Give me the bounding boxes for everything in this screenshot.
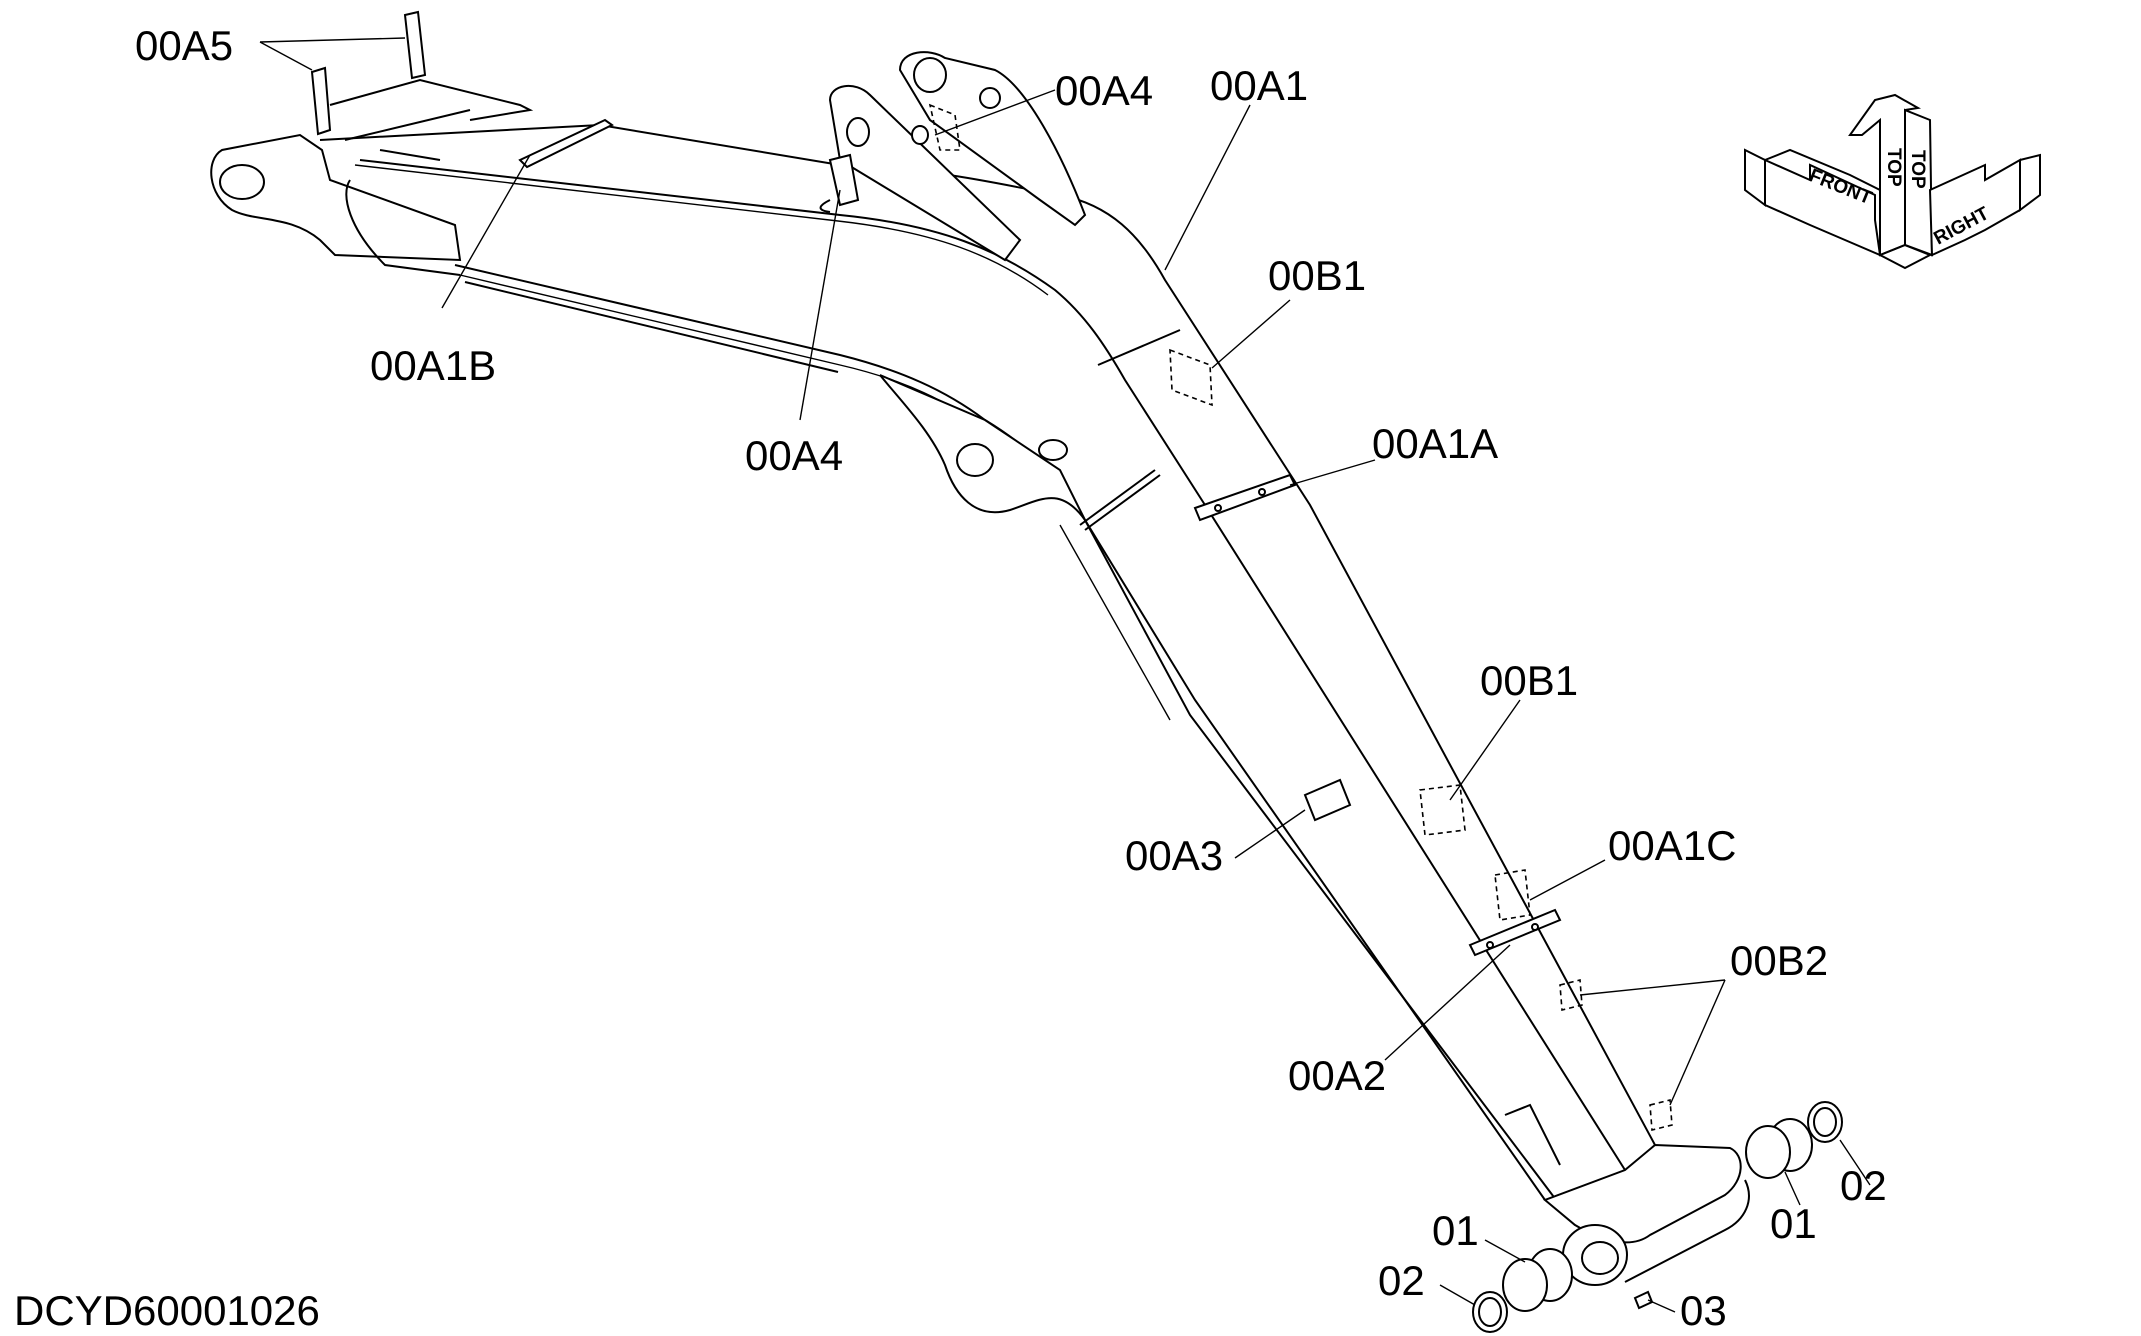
callout-02-left: 02 xyxy=(1378,1257,1425,1304)
top-label-a: TOP xyxy=(1883,148,1904,187)
callout-00a1a: 00A1A xyxy=(1372,420,1498,467)
callout-00b1-mid: 00B1 xyxy=(1480,657,1578,704)
callout-00a1b: 00A1B xyxy=(370,342,496,389)
front-arrow-icon xyxy=(1764,158,1882,257)
seal-02-right-inner xyxy=(1813,1107,1837,1137)
strap-a1a-hole-2 xyxy=(1258,488,1266,496)
callout-00a4-top: 00A4 xyxy=(1055,67,1153,114)
boom-underside-line xyxy=(1084,519,1576,1226)
top-label-b: TOP xyxy=(1907,150,1928,189)
callout-00a4-bottom: 00A4 xyxy=(745,432,843,479)
foot-inner-line xyxy=(345,179,461,276)
foot-top-line xyxy=(379,149,441,161)
plate-a4-tab xyxy=(819,199,831,213)
callout-00a5: 00A5 xyxy=(135,22,233,69)
tip-cylinder-lower xyxy=(1624,1179,1750,1283)
boom-top-edge-2 xyxy=(359,159,1626,1171)
callout-00a2: 00A2 xyxy=(1288,1052,1386,1099)
front-arrow-side xyxy=(1744,148,1766,207)
tip-slot xyxy=(1504,1103,1561,1166)
orientation-icon: FRONT TOP TOP RIGHT xyxy=(1744,93,2041,270)
callout-00b1-top: 00B1 xyxy=(1268,252,1366,299)
callout-03: 03 xyxy=(1680,1287,1727,1334)
right-arrow-icon xyxy=(1928,158,2021,257)
weld-seam-1 xyxy=(1079,469,1156,526)
boom-foot-left xyxy=(210,133,462,262)
boom-top-edge xyxy=(319,123,1656,1146)
decal-b1-mid xyxy=(1419,784,1466,836)
bracket-bore-2 xyxy=(913,57,947,93)
strap-a1a-hole-1 xyxy=(1214,504,1222,512)
a5-frame xyxy=(329,78,534,121)
drawing-id: DCYD60001026 xyxy=(14,1287,320,1334)
decal-b1-top xyxy=(1169,348,1213,407)
bracket-bore-4 xyxy=(911,125,929,145)
decal-b2-upper xyxy=(1559,978,1583,1012)
a5-crossbar xyxy=(344,109,471,141)
pin-a5-left xyxy=(310,66,332,136)
callout-00a3: 00A3 xyxy=(1125,832,1223,879)
callout-02-right: 02 xyxy=(1840,1162,1887,1209)
decal-b2-lower xyxy=(1649,1098,1673,1132)
right-arrow-side xyxy=(2019,153,2041,212)
strap-a1a xyxy=(1193,473,1297,522)
strap-a2-hole-1 xyxy=(1486,941,1494,949)
pin-a5-right xyxy=(403,10,427,80)
foot-pin-bore xyxy=(219,164,265,200)
bushing-01-left xyxy=(1502,1248,1573,1312)
boom-tip xyxy=(1543,1143,1742,1244)
callout-00a1: 00A1 xyxy=(1210,62,1308,109)
seal-02-left-inner xyxy=(1478,1297,1502,1327)
bracket-bore-3 xyxy=(979,87,1001,109)
leader-lines xyxy=(259,37,1871,1313)
mid-boss xyxy=(1038,439,1068,461)
bracket-bore-1 xyxy=(846,117,870,147)
mid-lug-bore xyxy=(956,443,994,477)
plate-a4 xyxy=(828,153,860,207)
top-arrow-icon xyxy=(1848,93,1922,257)
strap-a2-hole-2 xyxy=(1531,923,1539,931)
upper-seam xyxy=(1097,329,1181,366)
bushing-01-right xyxy=(1745,1118,1813,1179)
weld-seam-2 xyxy=(1084,474,1161,531)
bracket-a3 xyxy=(1303,778,1352,822)
decal-a1c xyxy=(1494,869,1531,921)
upper-bracket-right xyxy=(898,51,1087,227)
front-arrow-top xyxy=(1764,148,1881,191)
upper-bracket-left xyxy=(828,85,1022,262)
callout-01-left: 01 xyxy=(1432,1207,1479,1254)
boom-top-plate-inner xyxy=(354,164,1049,296)
callout-00b2: 00B2 xyxy=(1730,937,1828,984)
tip-bore-left xyxy=(1581,1241,1619,1275)
callout-00a1c: 00A1C xyxy=(1608,822,1736,869)
boom-bottom-plate-line xyxy=(464,281,839,373)
boom-underside-line-2 xyxy=(1059,524,1171,721)
boom-structure xyxy=(210,10,1843,1333)
callout-01-right: 01 xyxy=(1770,1200,1817,1247)
